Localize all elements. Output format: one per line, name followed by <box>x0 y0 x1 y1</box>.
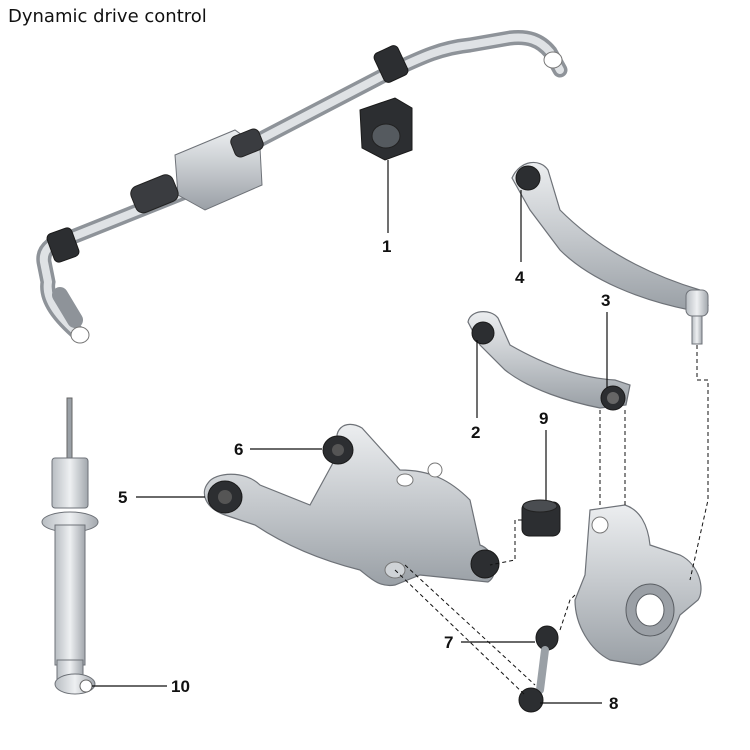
part-7-8-links <box>518 625 559 713</box>
part-1-rubber-mount <box>359 97 413 161</box>
part-5-6-wishbone <box>203 423 500 587</box>
part-2-camber-arm <box>467 311 631 409</box>
callout-1: 1 <box>382 237 391 256</box>
callout-9: 9 <box>539 409 548 428</box>
callout-7: 7 <box>444 633 453 652</box>
callout-6: 6 <box>234 440 243 459</box>
callout-4: 4 <box>515 268 525 287</box>
part-9-bushing <box>521 499 561 537</box>
callout-5: 5 <box>118 488 127 507</box>
leader-lines <box>92 160 709 704</box>
part-4-upper-arm <box>511 161 709 345</box>
part-3-bushing <box>600 385 626 411</box>
callout-2: 2 <box>471 423 480 442</box>
part-10-shock-absorber <box>41 397 99 695</box>
callout-10: 10 <box>171 677 190 696</box>
wheel-carrier <box>574 504 702 666</box>
callouts: 1 2 3 4 5 6 7 8 9 10 <box>118 237 618 713</box>
diagram-title: Dynamic drive control <box>8 6 207 27</box>
stabilizer-bar <box>36 30 568 344</box>
callout-8: 8 <box>609 694 618 713</box>
callout-3: 3 <box>601 291 610 310</box>
